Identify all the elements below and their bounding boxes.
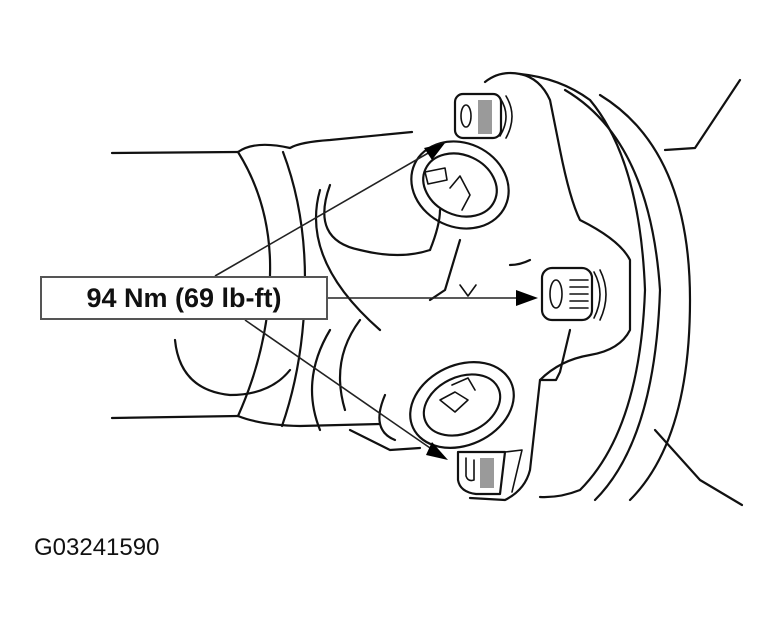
upper-yoke-ear — [410, 140, 510, 230]
pinion-flange — [468, 71, 744, 507]
figure-id-label: G03241590 — [34, 534, 160, 561]
lower-bolt — [456, 449, 523, 496]
callout-leaders — [214, 143, 538, 460]
center-bolt — [540, 266, 607, 322]
upper-bolt — [453, 92, 513, 140]
lower-yoke-ear — [409, 361, 515, 449]
torque-spec-label: 94 Nm (69 lb-ft) — [86, 282, 282, 313]
torque-callout-box: 94 Nm (69 lb-ft) — [40, 276, 328, 320]
